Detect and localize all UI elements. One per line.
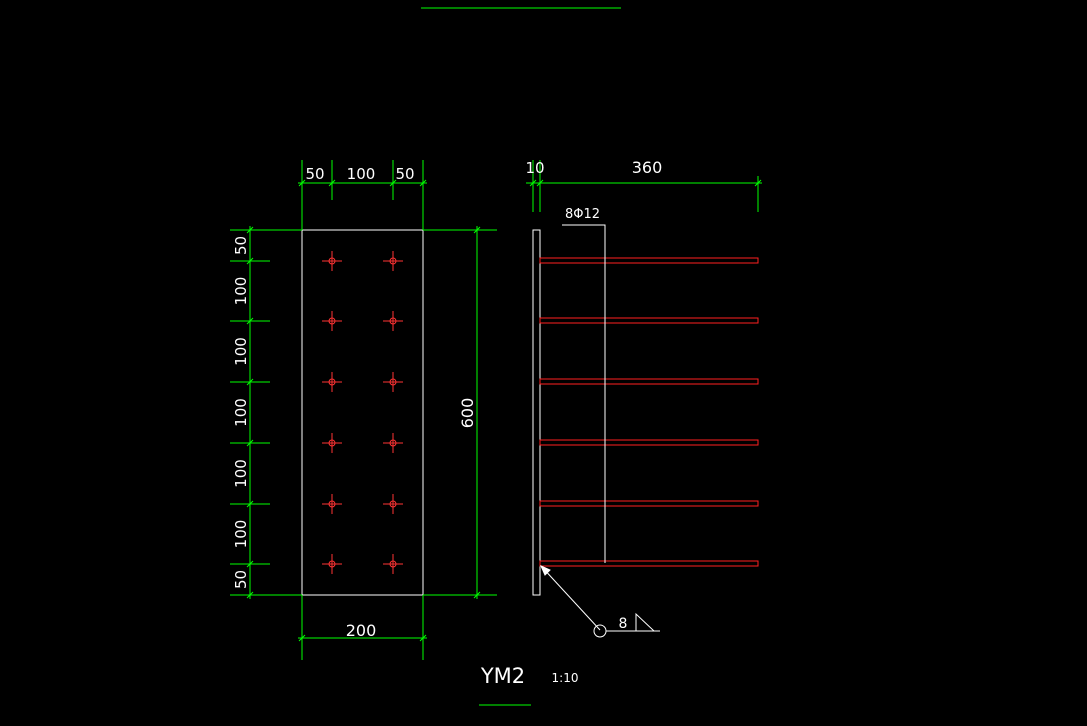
plan-view: 50 100 50 200 600 50 100 100 100 100 100 50 [230, 160, 497, 660]
hole-marker [322, 433, 342, 453]
rebar [539, 378, 759, 385]
left-dim-tick [246, 317, 254, 325]
left-dim-label: 50 [232, 570, 250, 589]
left-dim-tick [246, 226, 254, 234]
hole-marker [322, 372, 342, 392]
bottom-dimension [298, 595, 427, 660]
hole-marker [383, 494, 403, 514]
top-dim-2: 100 [347, 165, 376, 183]
rebar [539, 317, 759, 324]
left-dim-label: 100 [232, 398, 250, 427]
side-top-dimension [526, 160, 762, 212]
left-dim-tick [246, 560, 254, 568]
hole-markers [322, 251, 403, 574]
left-dim-tick [246, 591, 254, 599]
right-dimension [423, 226, 497, 599]
thickness-dim: 10 [525, 159, 544, 177]
rebar-leader [562, 224, 606, 563]
left-dim-tick [246, 500, 254, 508]
top-dim-3: 50 [395, 165, 414, 183]
plate-outline [301, 229, 424, 596]
hole-marker [322, 554, 342, 574]
left-dim-label: 100 [232, 459, 250, 488]
side-view: 10 360 8Φ12 8 [525, 158, 762, 638]
drawing-scale: 1:10 [552, 671, 579, 685]
top-dim-1: 50 [305, 165, 324, 183]
left-dim-label: 100 [232, 277, 250, 306]
left-dim-tick [246, 378, 254, 386]
left-dim-label: 100 [232, 337, 250, 366]
plate-edge [532, 229, 541, 596]
drawing-title: YM2 [480, 664, 525, 688]
weld-symbol [540, 565, 660, 638]
hole-marker [383, 311, 403, 331]
left-dimension-chain: 50 100 100 100 100 100 50 [230, 226, 302, 599]
rebar [539, 500, 759, 507]
hole-marker [383, 433, 403, 453]
hole-marker [322, 494, 342, 514]
title-block: YM2 1:10 [479, 664, 579, 706]
rebar-label: 8Φ12 [565, 207, 600, 222]
left-dim-tick [246, 257, 254, 265]
hole-marker [322, 311, 342, 331]
hole-marker [383, 251, 403, 271]
hole-marker [383, 372, 403, 392]
hole-marker [322, 251, 342, 271]
top-dimension-chain [298, 160, 427, 230]
weld-size: 8 [619, 616, 628, 632]
left-dim-label: 50 [232, 236, 250, 255]
length-dim: 360 [632, 158, 663, 177]
bottom-dim: 200 [346, 621, 377, 640]
rebar [539, 439, 759, 446]
left-dim-label: 100 [232, 520, 250, 549]
rebar-set [539, 257, 759, 567]
left-dim-tick [246, 439, 254, 447]
rebar [539, 257, 759, 264]
rebar [539, 560, 759, 567]
hole-marker [383, 554, 403, 574]
right-dim: 600 [458, 398, 477, 429]
